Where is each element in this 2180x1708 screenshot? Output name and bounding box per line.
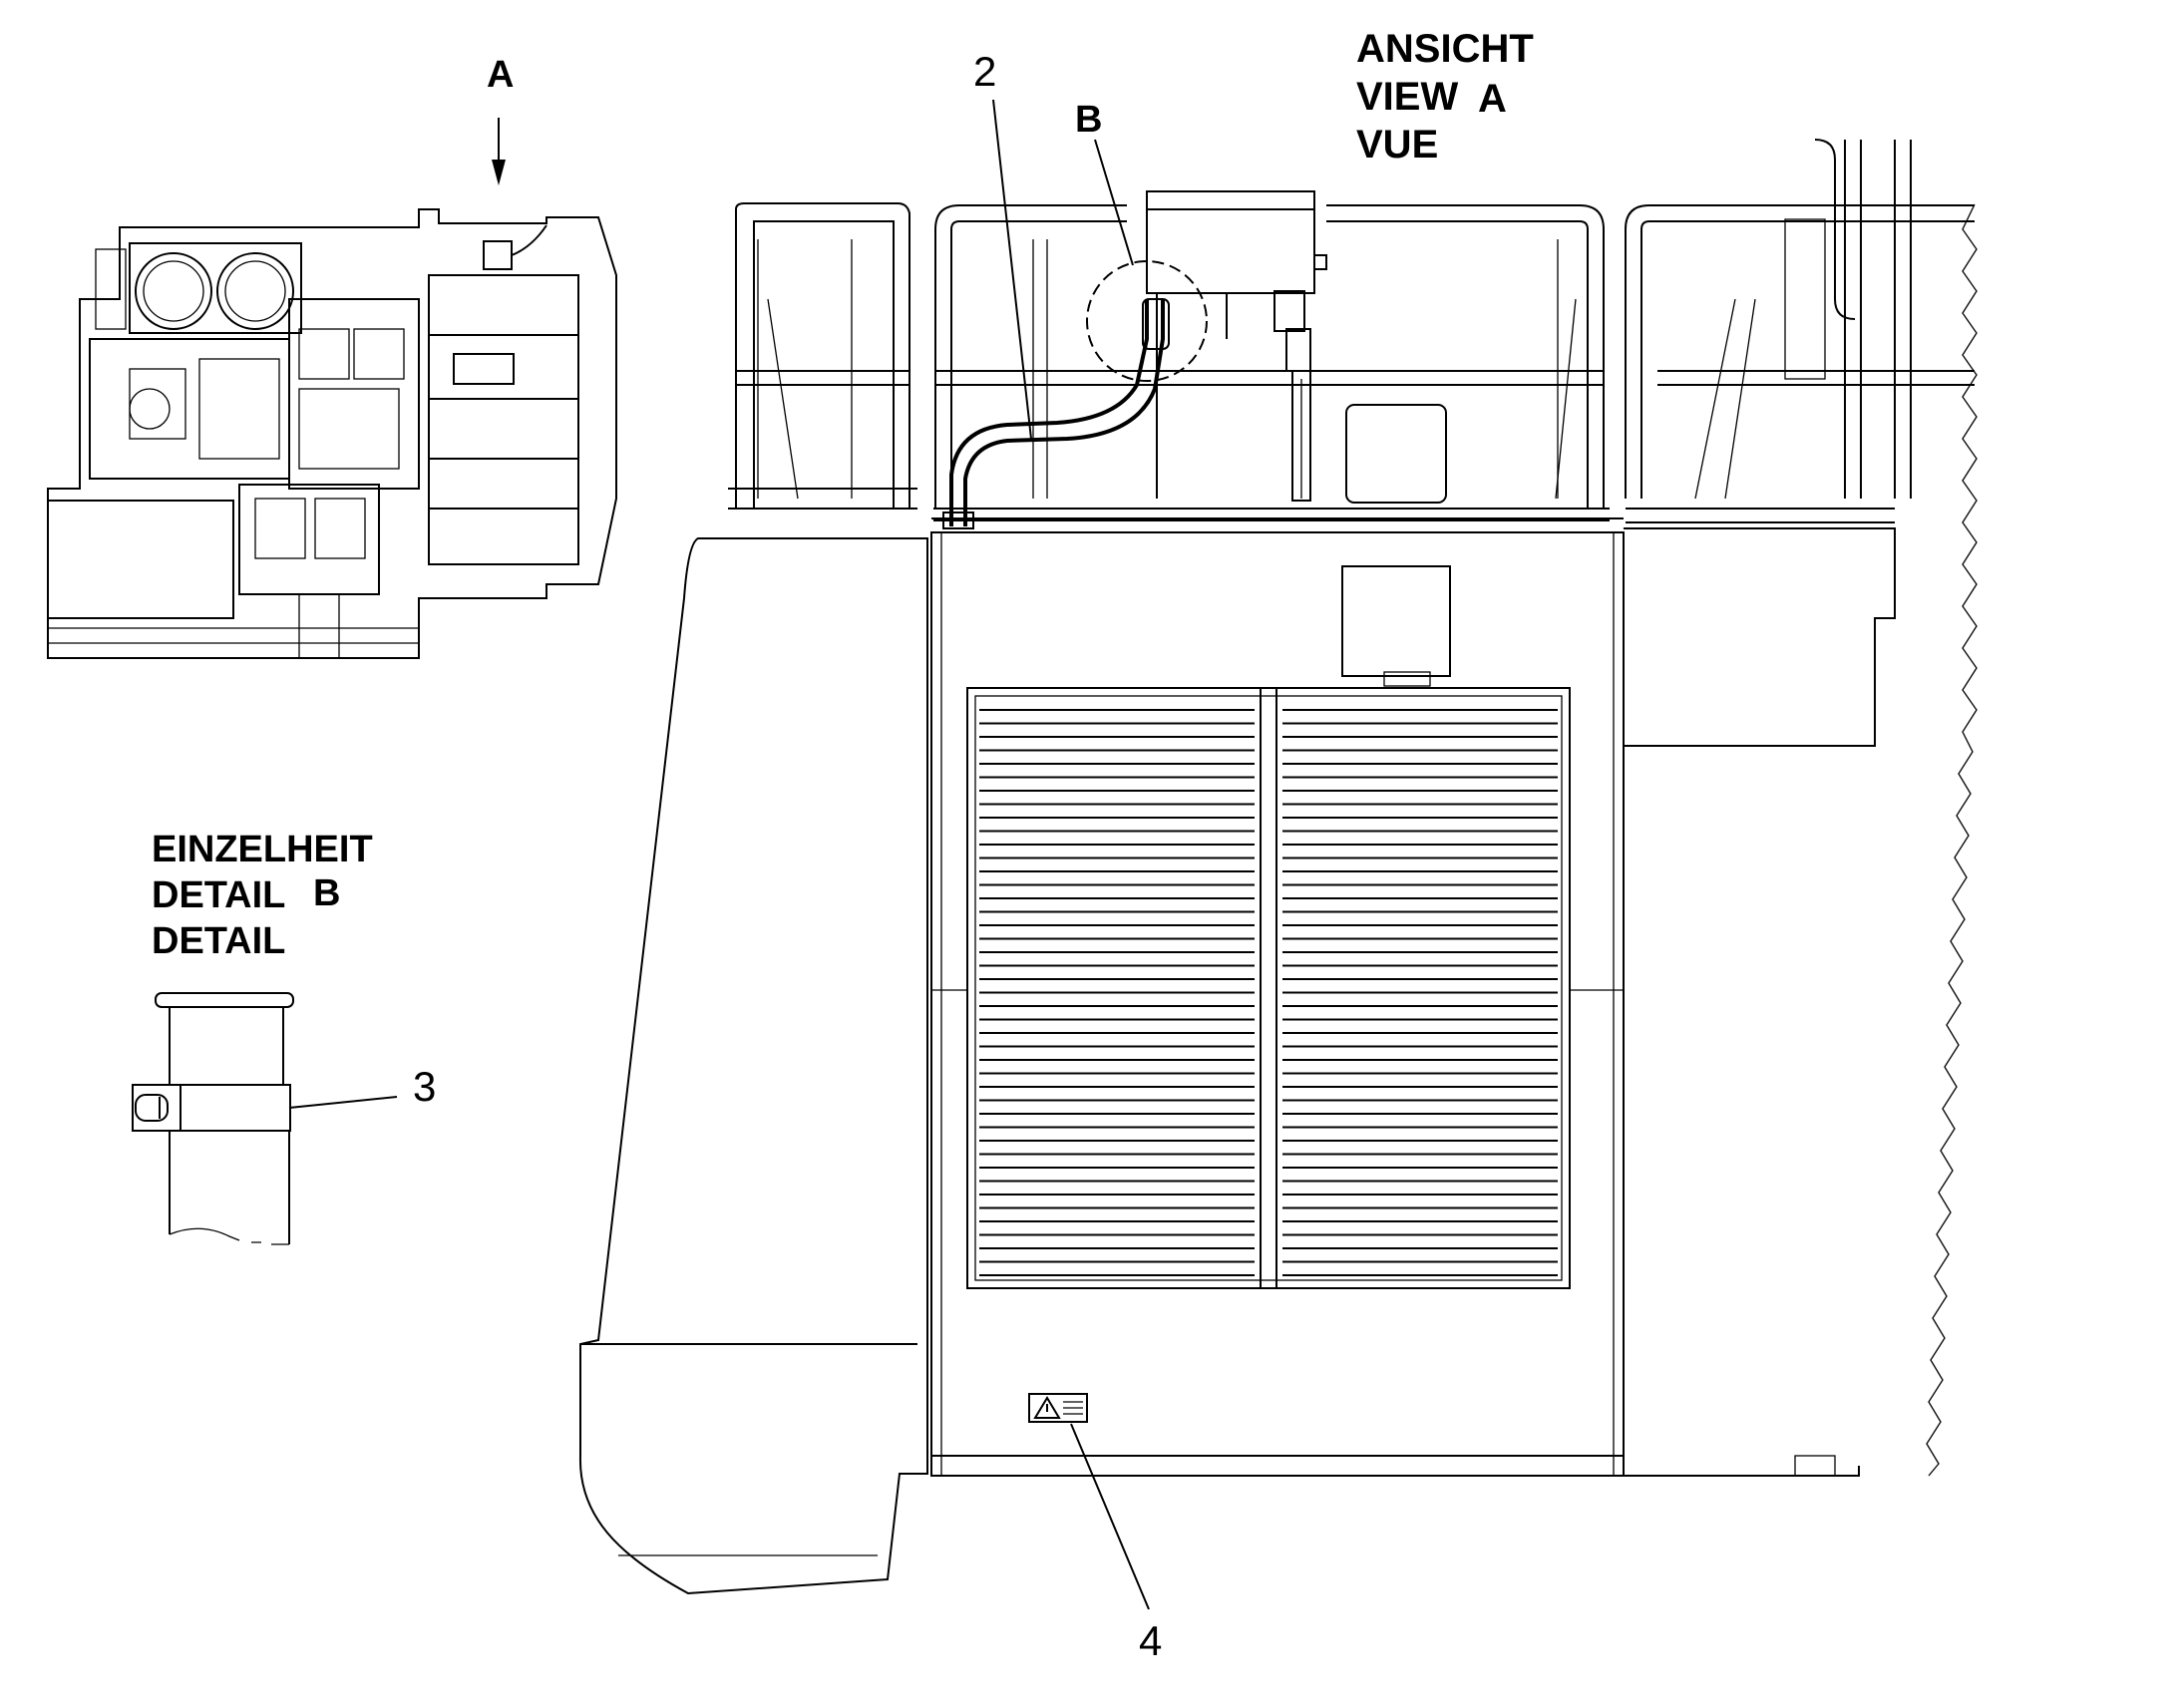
view-title-line-2: VIEW — [1356, 75, 1458, 119]
detail-b-circle — [1086, 260, 1208, 382]
detail-title-line-3: DETAIL — [152, 920, 285, 962]
main-rear-view: B 2 4 — [578, 48, 1978, 1664]
detail-clamp-bolt — [135, 1094, 169, 1122]
view-title-line-3: VUE — [1356, 123, 1438, 167]
overview-outline — [47, 208, 617, 659]
view-title-letter: A — [1478, 77, 1507, 121]
detail-b: EINZELHEIT DETAIL B DETAIL 3 — [132, 829, 436, 1245]
hose — [942, 298, 1170, 529]
warning-decal — [1028, 1393, 1088, 1423]
callout-2-leader — [992, 99, 1032, 440]
detail-pipe-flange — [155, 992, 294, 1008]
detail-b-leader — [1094, 139, 1134, 266]
detail-b-circle-letter: B — [1075, 99, 1102, 141]
callout-3: 3 — [413, 1063, 436, 1110]
callout-2: 2 — [973, 48, 996, 95]
control-box — [1341, 565, 1451, 677]
view-a-title: ANSICHT VIEW A VUE — [1356, 27, 1534, 167]
overview-cab — [47, 500, 234, 619]
overview-component-b — [483, 240, 513, 270]
detail-clamp — [132, 1084, 291, 1132]
view-arrow-letter: A — [487, 54, 514, 96]
right-side-body — [1624, 527, 1896, 747]
detail-title-letter: B — [313, 872, 340, 914]
hose-connection-pipe — [1142, 298, 1170, 350]
callout-4-leader — [1070, 1423, 1150, 1610]
overview-fan-right — [216, 252, 294, 330]
left-counterweight-hull — [578, 537, 928, 1595]
detail-title-line-2: DETAIL — [152, 874, 285, 916]
top-tank — [1146, 190, 1327, 502]
view-arrow-head — [492, 160, 506, 185]
callout-4: 4 — [1139, 1617, 1162, 1664]
callout-3-leader — [288, 1096, 398, 1109]
overview-tank — [428, 274, 579, 565]
detail-title-line-1: EINZELHEIT — [152, 829, 373, 870]
center-handrail — [934, 204, 1605, 509]
overview-engine — [89, 338, 290, 480]
overview-fan-left — [135, 252, 212, 330]
overview-machine-plan: A — [47, 54, 617, 659]
right-handrail — [1625, 139, 1975, 523]
detail-pipe-top — [169, 1006, 284, 1086]
break-line — [1926, 203, 1978, 1477]
left-handrail — [728, 202, 917, 510]
view-title-line-1: ANSICHT — [1356, 27, 1534, 71]
radiator-grille — [966, 687, 1571, 1289]
grille-slats — [979, 709, 1558, 1276]
